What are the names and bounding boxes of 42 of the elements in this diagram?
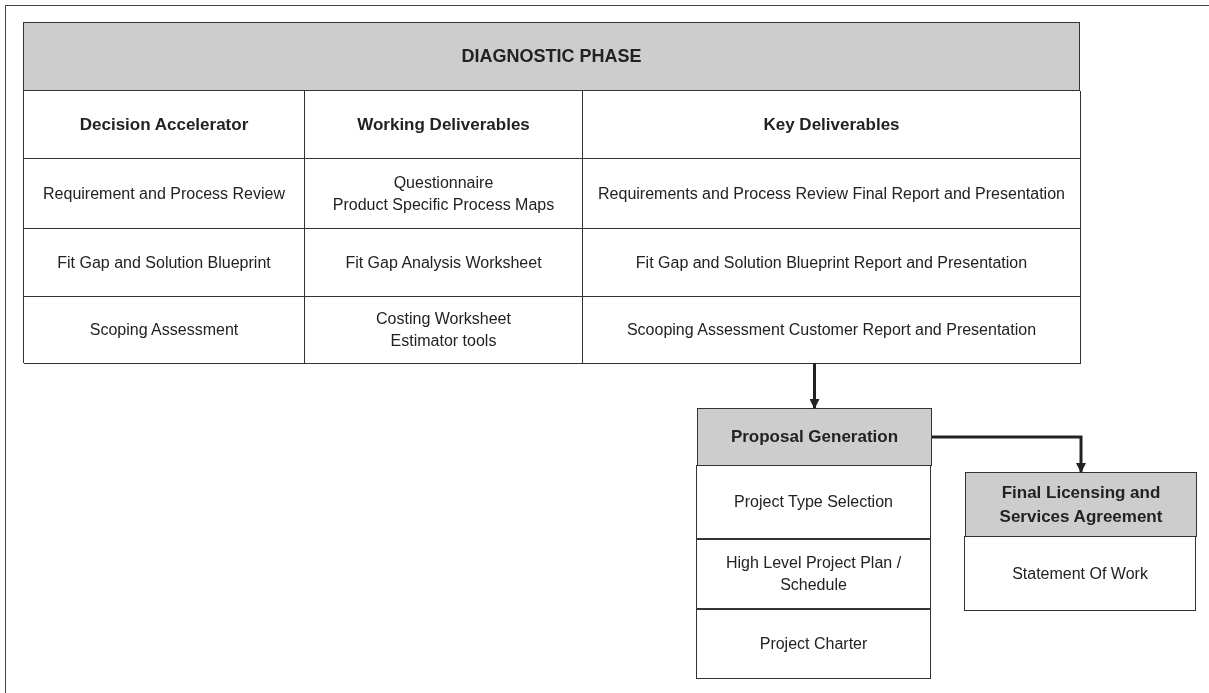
item-box bbox=[583, 229, 1081, 297]
header-box bbox=[583, 91, 1081, 159]
cell-text: Fit Gap and Solution Blueprint Report and Presentation bbox=[635, 252, 1028, 273]
cell-text: Fit Gap Analysis Worksheet bbox=[345, 252, 542, 273]
arrow bbox=[809, 363, 820, 409]
cell-text: Requirements and Process Review Final Report and Presentation bbox=[598, 183, 1065, 204]
cell-text: Fit Gap and Solution Blueprint bbox=[57, 252, 271, 273]
item-box bbox=[583, 297, 1081, 364]
cell-text: Requirement and Process Review bbox=[43, 183, 285, 204]
cell-text: Product Specific Process Maps bbox=[332, 194, 555, 215]
arrow bbox=[932, 435, 1086, 473]
cell-text: Scoping Assessment bbox=[89, 320, 239, 340]
cell-text: Statement Of Work bbox=[1012, 563, 1148, 584]
item-box bbox=[964, 536, 1196, 611]
cell-text: Costing Worksheet bbox=[376, 309, 511, 329]
cell-text: Project Charter bbox=[759, 634, 868, 654]
column-heading: Final Licensing and Services Agreement bbox=[998, 482, 1164, 528]
item-box bbox=[305, 297, 583, 364]
cell-text: Scooping Assessment Customer Report and Presentation bbox=[626, 320, 1037, 340]
item-box bbox=[696, 609, 931, 679]
phase-table bbox=[23, 22, 1080, 363]
cell-text: Questionnaire bbox=[393, 172, 494, 193]
header-box bbox=[697, 408, 932, 466]
column-heading: Proposal Generation bbox=[730, 426, 899, 449]
cell-text: High Level Project Plan / Schedule bbox=[724, 553, 903, 595]
item-box bbox=[24, 159, 305, 229]
header-box bbox=[305, 91, 583, 159]
cell-text: Project Type Selection bbox=[734, 492, 893, 512]
column-heading: Decision Accelerator bbox=[79, 113, 249, 136]
header-box bbox=[24, 91, 305, 159]
item-box bbox=[696, 539, 931, 609]
column-heading: Key Deliverables bbox=[763, 113, 900, 136]
item-box bbox=[305, 229, 583, 297]
phase-title: DIAGNOSTIC PHASE bbox=[461, 45, 642, 68]
header-box bbox=[965, 472, 1197, 537]
item-box bbox=[24, 297, 305, 364]
item-box bbox=[696, 465, 931, 539]
column-heading: Working Deliverables bbox=[357, 113, 530, 136]
cell-text: Estimator tools bbox=[390, 331, 497, 351]
item-box bbox=[583, 159, 1081, 229]
item-box bbox=[24, 229, 305, 297]
item-box bbox=[305, 159, 583, 229]
